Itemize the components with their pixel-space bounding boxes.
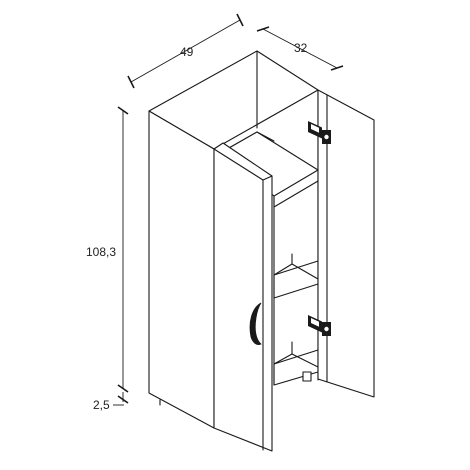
height-dimension [117,106,129,393]
hinge-icon [308,121,331,144]
right-door-panel [317,89,375,398]
door-handle-icon [249,302,262,345]
interior [221,131,319,386]
left-door-panel [213,142,273,452]
height-label: 108,3 [86,245,116,259]
width-label: 49 [180,45,194,59]
width-dimension [127,13,244,89]
feet-height-dimension [113,392,129,406]
cabinet-foot [302,371,312,382]
middle-shelf [273,263,319,299]
left-door [213,142,273,452]
feet-height-label: 2,5 [93,398,110,412]
hinge-icon [308,315,331,336]
left-side-panel [148,110,215,429]
depth-dimension [256,26,344,71]
depth-label: 32 [294,41,308,55]
